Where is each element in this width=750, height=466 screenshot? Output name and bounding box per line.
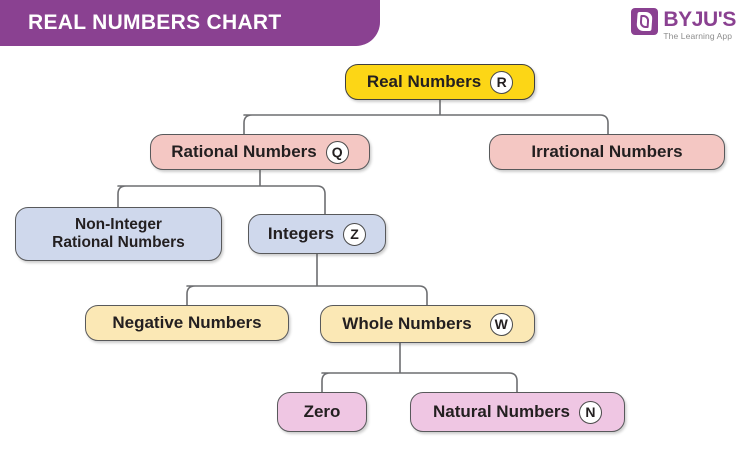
edge-integers-children bbox=[186, 253, 428, 306]
node-label: Rational Numbers bbox=[171, 142, 317, 162]
edge-whole-children bbox=[321, 342, 518, 393]
page-title: REAL NUMBERS CHART bbox=[28, 11, 282, 34]
header-banner: REAL NUMBERS CHART bbox=[0, 0, 380, 46]
symbol-badge-z: Z bbox=[343, 222, 367, 246]
logo-wordmark: BYJU'S bbox=[663, 8, 736, 31]
node-label: Irrational Numbers bbox=[531, 142, 683, 162]
node-zero[interactable]: Zero bbox=[277, 392, 367, 432]
byjus-b-icon bbox=[631, 8, 659, 35]
symbol-badge-w: W bbox=[489, 312, 513, 336]
node-label-group: Non-Integer Rational Numbers bbox=[52, 216, 185, 252]
node-irrational-numbers[interactable]: Irrational Numbers bbox=[489, 134, 725, 170]
node-integers[interactable]: Integers Z bbox=[248, 214, 386, 254]
node-negative-numbers[interactable]: Negative Numbers bbox=[85, 305, 289, 341]
node-label-line2: Rational Numbers bbox=[52, 234, 185, 251]
symbol-badge-n: N bbox=[578, 400, 602, 424]
node-label: Zero bbox=[303, 402, 341, 422]
node-natural-numbers[interactable]: Natural Numbers N bbox=[410, 392, 625, 432]
node-label: Real Numbers bbox=[366, 72, 482, 92]
node-real-numbers[interactable]: Real Numbers R bbox=[345, 64, 535, 100]
symbol-badge-q: Q bbox=[325, 140, 349, 164]
byjus-logo: BYJU'S The Learning App bbox=[631, 8, 736, 41]
node-whole-numbers[interactable]: Whole Numbers W bbox=[320, 305, 535, 343]
symbol-badge-r: R bbox=[490, 70, 514, 94]
node-label-line1: Non-Integer bbox=[75, 216, 162, 234]
node-label: Negative Numbers bbox=[112, 313, 262, 333]
logo-text-group: BYJU'S The Learning App bbox=[663, 8, 736, 41]
node-label: Natural Numbers bbox=[433, 402, 570, 422]
node-label: Integers bbox=[267, 224, 335, 244]
node-rational-numbers[interactable]: Rational Numbers Q bbox=[150, 134, 370, 170]
edge-real-rational-irrational bbox=[243, 99, 609, 135]
logo-tagline: The Learning App bbox=[663, 31, 733, 41]
node-non-integer-rational-numbers[interactable]: Non-Integer Rational Numbers bbox=[15, 207, 222, 261]
node-label: Whole Numbers bbox=[342, 314, 472, 334]
